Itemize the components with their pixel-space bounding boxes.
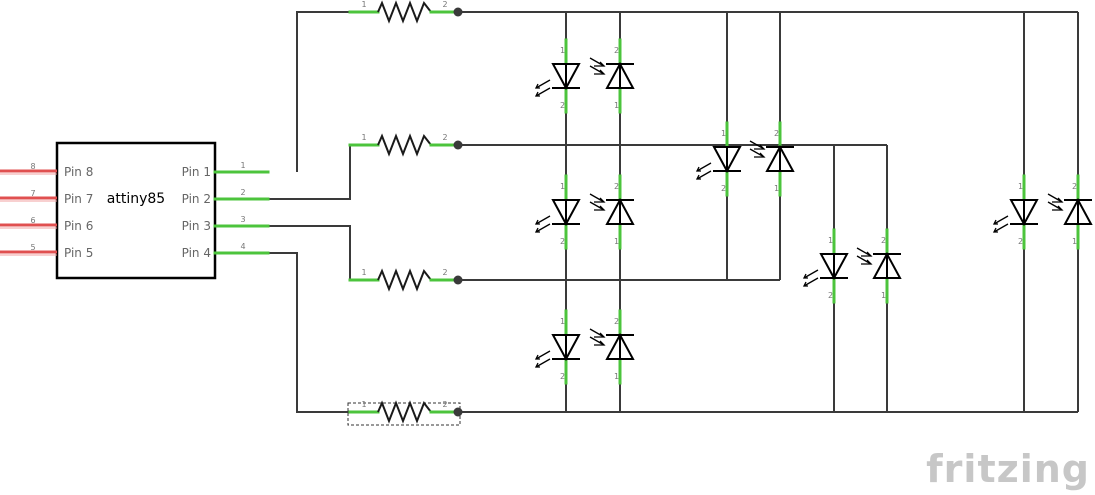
svg-text:2: 2 xyxy=(828,291,833,300)
fritzing-logo: fritzing xyxy=(926,447,1090,491)
led-pair-3[interactable] xyxy=(534,309,636,385)
pin-number: 7 xyxy=(30,189,35,198)
svg-text:1: 1 xyxy=(721,129,726,138)
chip-body xyxy=(55,141,217,280)
resistor-1[interactable]: 1 2 xyxy=(348,0,463,24)
svg-text:2: 2 xyxy=(774,129,779,138)
pin-number: 1 xyxy=(240,161,245,170)
led-pair-5[interactable] xyxy=(802,228,903,304)
led-pair-2[interactable] xyxy=(534,174,636,250)
led-pair-1[interactable] xyxy=(534,38,636,114)
resistor-pin-number: 2 xyxy=(442,268,447,277)
pin-number: 2 xyxy=(240,188,245,197)
svg-text:1: 1 xyxy=(614,101,619,110)
svg-text:2: 2 xyxy=(721,184,726,193)
led-pin-numbers: 1 2 1 2 1 2 1 2 1 2 1 2 1 2 1 2 1 2 1 2 … xyxy=(560,46,1077,381)
svg-text:2: 2 xyxy=(881,236,886,245)
svg-text:2: 2 xyxy=(1018,237,1023,246)
resistor-2[interactable]: 1 2 xyxy=(348,133,463,157)
wires xyxy=(268,11,1079,413)
pin-label: Pin 2 xyxy=(182,192,211,206)
pin-number: 6 xyxy=(30,216,35,225)
resistor-pin-number: 1 xyxy=(361,400,366,409)
led-pair-6[interactable] xyxy=(992,174,1094,250)
resistor-3[interactable]: 1 2 xyxy=(348,268,463,292)
svg-text:2: 2 xyxy=(560,372,565,381)
resistor-pin-number: 2 xyxy=(442,133,447,142)
resistor-pin-number: 1 xyxy=(361,268,366,277)
svg-text:1: 1 xyxy=(560,317,565,326)
pin-label: Pin 3 xyxy=(182,219,211,233)
pin-label: Pin 8 xyxy=(64,165,93,179)
resistor-4-selected[interactable]: 1 2 xyxy=(347,400,463,426)
svg-text:1: 1 xyxy=(1072,237,1077,246)
pin-number: 3 xyxy=(240,215,245,224)
resistor-pin-number: 2 xyxy=(442,0,447,9)
svg-text:1: 1 xyxy=(1018,182,1023,191)
pin-number: 8 xyxy=(30,162,35,171)
svg-text:2: 2 xyxy=(560,237,565,246)
attiny85-chip[interactable]: attiny85 8 7 6 5 Pin 8 Pin 7 Pin 6 Pin 5… xyxy=(0,141,270,280)
resistor-pin-number: 2 xyxy=(442,400,447,409)
svg-text:1: 1 xyxy=(614,237,619,246)
resistor-pin-number: 1 xyxy=(361,133,366,142)
svg-text:2: 2 xyxy=(614,46,619,55)
pin-label: Pin 4 xyxy=(182,246,211,260)
svg-text:1: 1 xyxy=(881,291,886,300)
svg-text:1: 1 xyxy=(828,236,833,245)
pin-number: 5 xyxy=(30,243,35,252)
pin-label: Pin 7 xyxy=(64,192,93,206)
pin-label: Pin 6 xyxy=(64,219,93,233)
svg-text:1: 1 xyxy=(774,184,779,193)
pin-label: Pin 5 xyxy=(64,246,93,260)
svg-text:1: 1 xyxy=(560,182,565,191)
svg-text:1: 1 xyxy=(560,46,565,55)
pin-label: Pin 1 xyxy=(182,165,211,179)
chip-label: attiny85 xyxy=(107,191,165,207)
led-pair-4[interactable] xyxy=(695,121,796,197)
svg-text:2: 2 xyxy=(614,317,619,326)
resistor-pin-number: 1 xyxy=(361,0,366,9)
svg-text:2: 2 xyxy=(1072,182,1077,191)
svg-text:2: 2 xyxy=(560,101,565,110)
svg-text:1: 1 xyxy=(614,372,619,381)
svg-text:2: 2 xyxy=(614,182,619,191)
pin-number: 4 xyxy=(240,242,245,251)
